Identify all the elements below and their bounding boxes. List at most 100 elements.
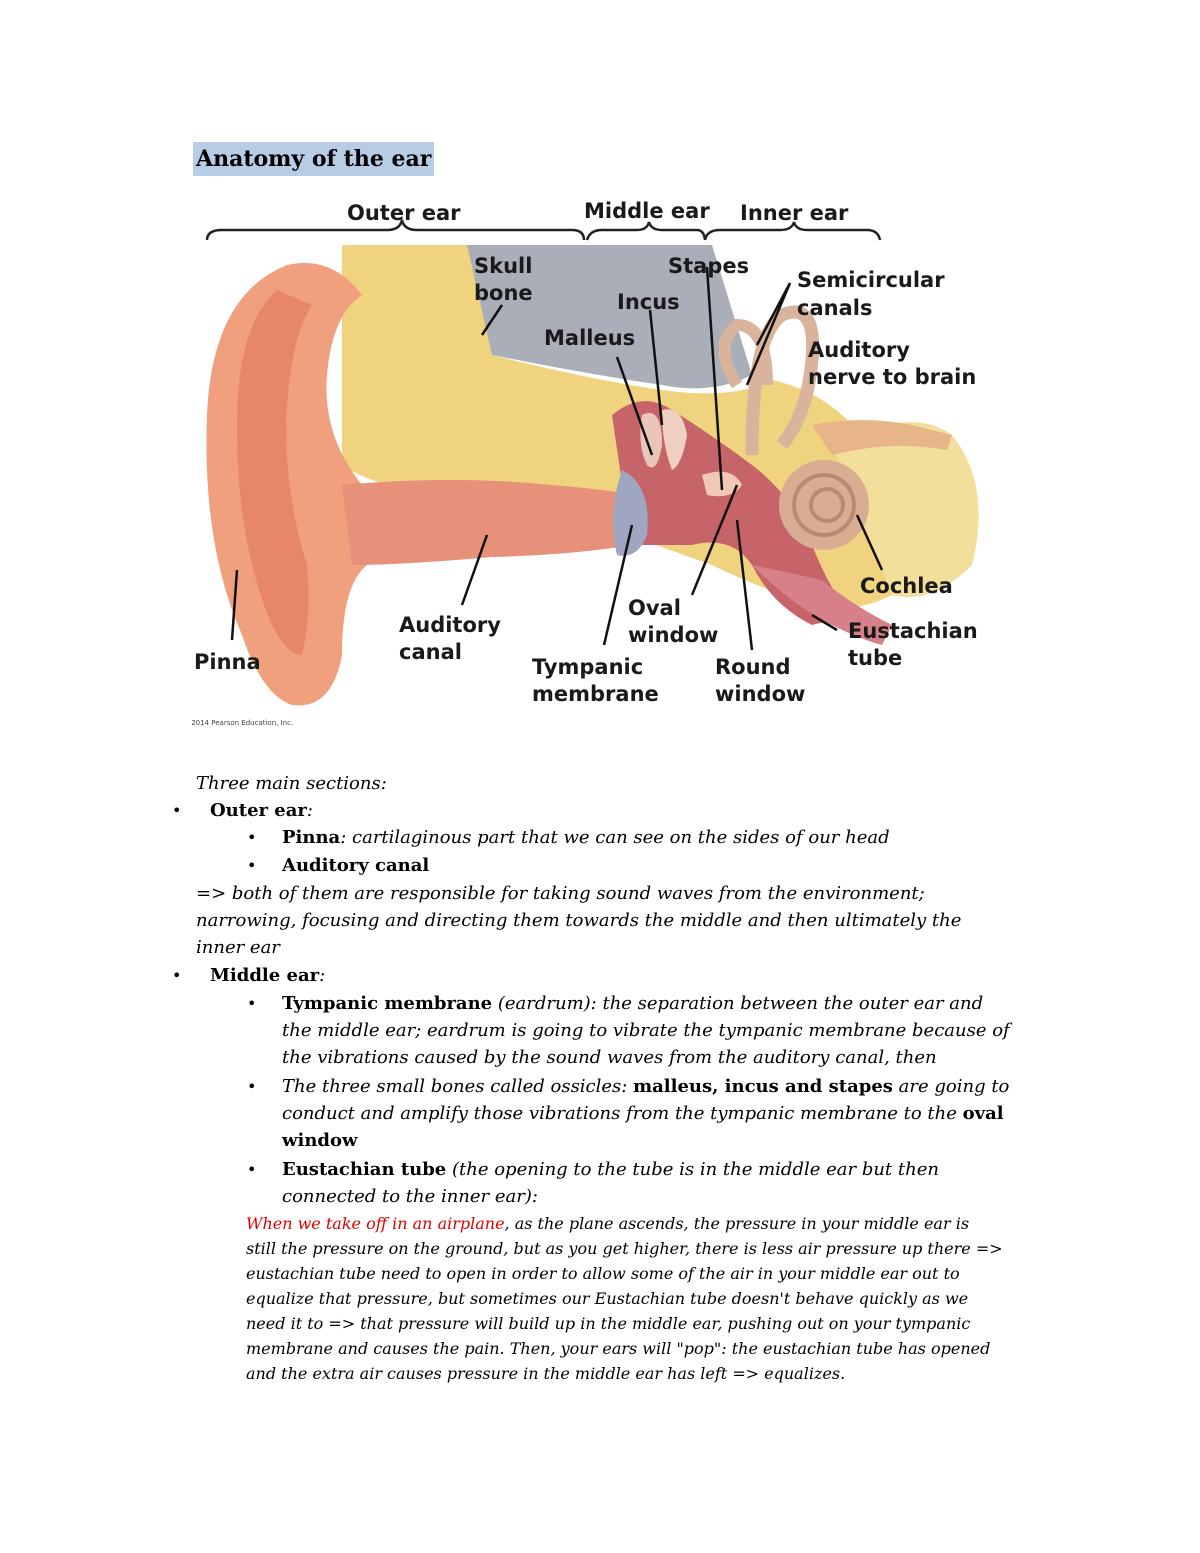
airplane-line-2: still the pressure on the ground, but as… (246, 1239, 1003, 1258)
airplane-line-5: need it to => that pressure will build u… (246, 1314, 971, 1333)
outer-ear-heading: Outer ear: (210, 797, 313, 824)
pinna-term: Pinna (282, 827, 341, 848)
bullet: • (247, 1160, 257, 1179)
pinna-fold-shape (237, 290, 312, 655)
ossicles-pre: The three small bones called ossicles: (282, 1076, 634, 1097)
outer-ear-bracket (205, 219, 586, 241)
ossicles-line-2: conduct and amplify those vibrations fro… (282, 1100, 1004, 1127)
colon: : (306, 800, 313, 821)
label-semicircular-canals: Semicircular (797, 268, 945, 292)
ossicles-2-pre: conduct and amplify those vibrations fro… (282, 1103, 963, 1124)
figure-copyright: © 2014 Pearson Education, Inc. (192, 719, 293, 727)
incus-shape (662, 409, 687, 470)
tympanic-definition-3: the vibrations caused by the sound waves… (282, 1047, 937, 1068)
auditory-canal-shape (342, 480, 632, 565)
eustachian-def: (the opening to the tube is in the middl… (446, 1159, 939, 1180)
ear-illustration: Outer ear Middle ear Inner ear Skull bon… (192, 199, 979, 727)
pointer-line (745, 282, 792, 386)
tympanic-def: (eardrum): the separation between the ou… (492, 993, 984, 1014)
outer-summary-3: inner ear (196, 937, 280, 958)
bullet: • (247, 994, 257, 1013)
bullet: • (247, 856, 257, 875)
tympanic-term: Tympanic membrane (282, 993, 493, 1014)
label-pointers (230, 266, 884, 651)
semicircular-canals-shape (745, 305, 820, 456)
airplane-line-3: eustachian tube need to open in order to… (246, 1264, 960, 1283)
tympanic-definition-1: Tympanic membrane (eardrum): the separat… (282, 990, 983, 1017)
skull-cavity-shape (462, 245, 752, 389)
label-oval-window-2: window (628, 623, 718, 647)
pointer-line (811, 613, 838, 632)
label-skull-bone-2: bone (474, 281, 533, 305)
pointer-line (480, 304, 504, 336)
cochlea-spiral-1 (792, 473, 856, 537)
airplane-line-7: and the extra air causes pressure in the… (246, 1364, 846, 1383)
label-tympanic-membrane-2: membrane (532, 682, 659, 706)
label-auditory-nerve-2: nerve to brain (808, 365, 976, 389)
label-tympanic-membrane: Tympanic (532, 655, 643, 679)
airplane-line-6: membrane and causes the pain. Then, your… (246, 1339, 991, 1358)
section-label-middle-ear: Middle ear (584, 199, 710, 223)
label-round-window-2: window (715, 682, 805, 706)
label-pinna: Pinna (194, 650, 261, 674)
pinna-def: : cartilaginous part that we can see on … (340, 827, 890, 848)
tympanic-definition-2: the middle ear; eardrum is going to vibr… (282, 1020, 1010, 1041)
label-round-window: Round (715, 655, 791, 679)
pointer-line (690, 484, 739, 596)
bullet: • (247, 828, 257, 847)
middle-ear-bracket (585, 221, 707, 241)
label-oval-window: Oval (628, 596, 681, 620)
label-auditory-canal-2: canal (399, 640, 462, 664)
airplane-line-1: When we take off in an airplane, as the … (246, 1211, 969, 1236)
label-auditory-canal: Auditory (399, 613, 501, 637)
ear-anatomy-figure: Outer ear Middle ear Inner ear Skull bon… (192, 185, 1002, 730)
pointer-line (615, 356, 654, 456)
pointer-line (602, 524, 634, 646)
label-stapes: Stapes (668, 254, 749, 278)
label-skull-bone: Skull (474, 254, 532, 278)
eustachian-line-2: connected to the inner ear): (282, 1186, 538, 1207)
airplane-line-4: equalize that pressure, but sometimes ou… (246, 1289, 969, 1308)
pointer-line (735, 519, 754, 651)
pointer-line (705, 266, 724, 491)
pinna-definition: Pinna: cartilaginous part that we can se… (282, 824, 890, 851)
auditory-canal-term: Auditory canal (282, 855, 430, 876)
label-cochlea: Cochlea (860, 574, 953, 598)
page-title: Anatomy of the ear (193, 142, 435, 176)
cochlea-spiral-2 (809, 487, 845, 523)
auditory-nerve-shape (812, 420, 952, 455)
label-incus: Incus (617, 290, 680, 314)
pointer-line (230, 569, 239, 641)
middle-ear-term: Middle ear (210, 965, 320, 986)
bullet: • (172, 966, 182, 985)
pointer-line (855, 514, 884, 571)
eustachian-line-1: Eustachian tube (the opening to the tube… (282, 1156, 939, 1183)
label-semicircular-canals-2: canals (797, 296, 872, 320)
oval-term: oval (962, 1103, 1004, 1124)
ossicles-line-1: The three small bones called ossicles: m… (282, 1073, 1009, 1100)
eustachian-term: Eustachian tube (282, 1159, 447, 1180)
intro-text: Three main sections: (196, 773, 387, 794)
middle-ear-heading: Middle ear: (210, 962, 325, 989)
airplane-highlight: When we take off in an airplane (246, 1214, 505, 1233)
ossicles-line-3: window (282, 1130, 358, 1151)
label-eustachian-tube: Eustachian (848, 619, 978, 643)
outer-summary-2: narrowing, focusing and directing them t… (196, 910, 962, 931)
inner-ear-bracket (703, 221, 882, 241)
pointer-line (648, 309, 664, 426)
outer-summary-1: => both of them are responsible for taki… (196, 883, 925, 904)
label-malleus: Malleus (544, 326, 635, 350)
outer-ear-term: Outer ear (210, 800, 307, 821)
section-label-outer-ear: Outer ear (347, 201, 461, 225)
label-eustachian-tube-2: tube (848, 646, 902, 670)
bullet: • (247, 1077, 257, 1096)
ossicles-terms: malleus, incus and stapes (633, 1076, 893, 1097)
semicircular-canal-loop (718, 318, 773, 389)
section-label-inner-ear: Inner ear (740, 201, 849, 225)
label-auditory-nerve: Auditory (808, 338, 910, 362)
colon: : (319, 965, 326, 986)
pointer-line (460, 534, 489, 606)
malleus-shape (640, 413, 662, 468)
eustachian-tube-shape (752, 565, 892, 645)
inner-ear-bone-shape (832, 422, 979, 597)
